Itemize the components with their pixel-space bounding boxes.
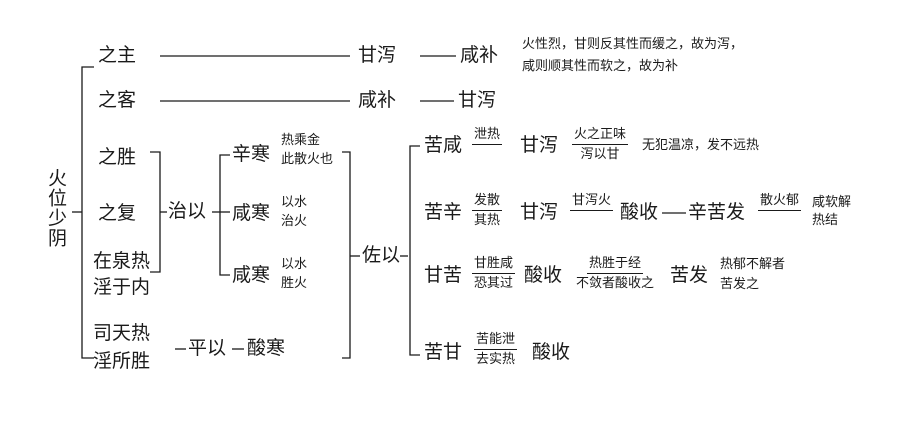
- ping-label: 平以: [188, 337, 227, 359]
- r1-mid: 甘泻: [520, 134, 559, 156]
- r1-frac2: 火之正味 泻以甘: [572, 128, 629, 162]
- sheng-label: 之胜: [98, 146, 137, 168]
- zhu-label: 之主: [98, 44, 137, 66]
- r2-frac3-num: 散火郁: [758, 194, 802, 211]
- r2-frac1-num: 发散: [472, 194, 503, 211]
- r2-mid2: 酸收: [620, 201, 659, 223]
- zhu-flavor1: 甘泻: [358, 44, 397, 66]
- r4-head: 苦甘: [424, 341, 463, 363]
- xin-han-note-2: 此散火也: [281, 152, 334, 167]
- fu-label: 之复: [98, 202, 137, 224]
- r2-frac2: 甘泻火: [570, 194, 614, 227]
- zhu-note-2: 咸则顺其性而软之，故为补: [522, 59, 679, 74]
- zhi-label: 治以: [168, 200, 207, 222]
- r1-frac1-num: 泄热: [472, 128, 503, 145]
- zhu-flavor2: 咸补: [460, 44, 499, 66]
- r4-frac1-den: 去实热: [476, 352, 516, 367]
- xian-han-1-note-2: 治火: [281, 214, 308, 229]
- r3-next: 苦发: [670, 264, 709, 286]
- r3-mid: 酸收: [524, 264, 563, 286]
- r1-frac2-num: 火之正味: [572, 128, 629, 145]
- r1-tail: 无犯温凉，发不远热: [642, 138, 760, 153]
- ke-label: 之客: [98, 89, 137, 111]
- sitian-label-2: 淫所胜: [93, 350, 151, 372]
- group-bracket: [150, 151, 161, 273]
- suan-han: 酸寒: [247, 337, 286, 359]
- xin-han-note-1: 热乘金: [281, 133, 321, 148]
- zhu-note-1: 火性烈，甘则反其性而缓之，故为泻，: [522, 37, 744, 52]
- r3-frac2: 热胜于经 不敛者酸收之: [574, 257, 656, 290]
- r2-mid: 甘泻: [520, 201, 559, 223]
- r2-frac1: 发散 其热: [472, 194, 503, 228]
- root-label: 火位少阴: [45, 168, 67, 248]
- xian-han-1: 咸寒: [232, 202, 271, 224]
- r3-tail-2: 苦发之: [720, 277, 760, 292]
- r1-frac1: 泄热: [472, 128, 503, 161]
- ke-flavor1: 咸补: [358, 89, 397, 111]
- r3-frac1-num: 甘胜咸: [472, 257, 516, 274]
- r3-tail-1: 热郁不解者: [720, 257, 786, 272]
- quan-label-1: 在泉热: [93, 250, 151, 272]
- r2-head: 苦辛: [424, 201, 463, 223]
- root-bracket: [81, 66, 94, 359]
- xian-han-2-note-2: 胜火: [281, 276, 308, 291]
- r3-frac2-num: 热胜于经: [587, 257, 644, 274]
- r2-frac1-den: 其热: [474, 213, 501, 228]
- zuo-bracket: [342, 151, 351, 359]
- r3-frac1-den: 恐其过: [474, 276, 514, 291]
- right-bracket: [409, 145, 420, 356]
- r3-frac2-den: 不敛者酸收之: [576, 276, 655, 291]
- r2-tail-2: 热结: [812, 213, 839, 228]
- zhi-bracket: [219, 154, 230, 276]
- sitian-label-1: 司天热: [93, 322, 151, 344]
- r4-frac1: 苦能泄 去实热: [474, 333, 518, 367]
- r2-frac3: 散火郁: [758, 194, 802, 227]
- r3-head: 甘苦: [424, 264, 463, 286]
- ke-flavor2: 甘泻: [458, 89, 497, 111]
- r2-frac2-num: 甘泻火: [570, 194, 614, 211]
- r1-head: 苦咸: [424, 134, 463, 156]
- xian-han-1-note-1: 以水: [281, 195, 308, 210]
- xian-han-2: 咸寒: [232, 264, 271, 286]
- r2-tail-1: 咸软解: [812, 195, 852, 210]
- r4-mid: 酸收: [532, 341, 571, 363]
- quan-label-2: 淫于内: [93, 276, 151, 298]
- r1-frac2-den: 泻以甘: [580, 147, 620, 162]
- zuo-label: 佐以: [362, 244, 401, 266]
- r3-frac1: 甘胜咸 恐其过: [472, 257, 516, 291]
- r2-next: 辛苦发: [688, 201, 746, 223]
- r4-frac1-num: 苦能泄: [474, 333, 518, 350]
- xian-han-2-note-1: 以水: [281, 257, 308, 272]
- xin-han: 辛寒: [232, 143, 271, 165]
